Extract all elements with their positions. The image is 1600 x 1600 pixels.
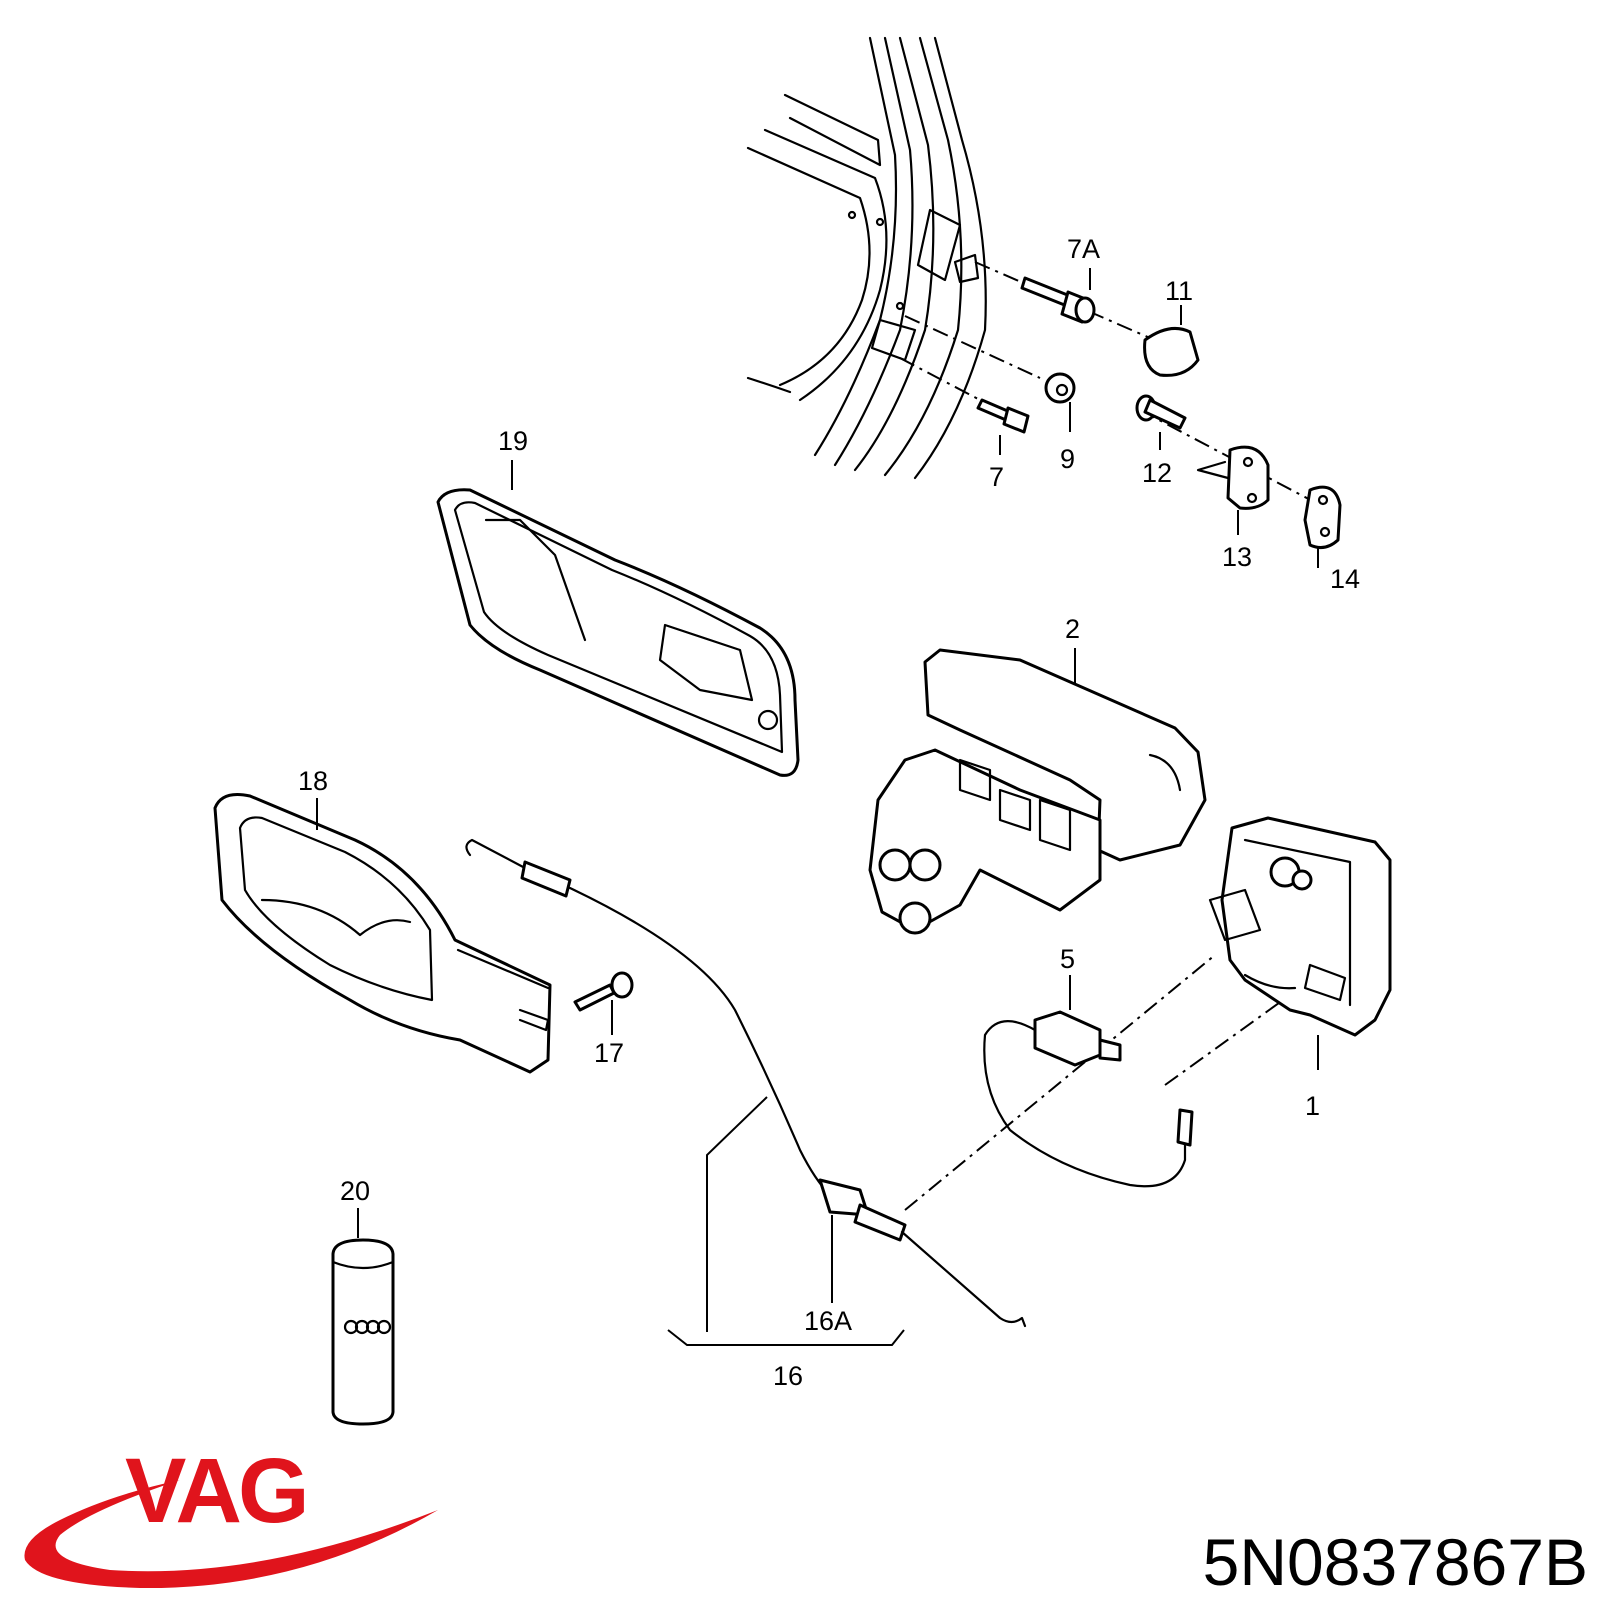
part-number: 5N0837867B [1203,1525,1588,1599]
callout-11: 11 [1165,276,1193,306]
callout-18: 18 [298,766,328,796]
callout-9: 9 [1060,444,1075,474]
actuator-5 [983,1010,1194,1188]
callout-14: 14 [1330,564,1360,594]
plate-14 [1303,485,1342,550]
callout-16a: 16A [804,1306,852,1336]
bolt-7a [1020,276,1096,324]
callout-20: 20 [340,1176,370,1206]
vag-logo: VAG [24,1440,438,1589]
callout-12: 12 [1142,458,1172,488]
callout-1: 1 [1305,1091,1320,1121]
callout-5: 5 [1060,944,1075,974]
callout-labels: 1 2 5 7 7A 9 11 12 13 14 16 16A 17 18 19… [298,234,1360,1391]
callout-17: 17 [594,1038,624,1068]
callout-7: 7 [989,462,1004,492]
cable-16 [465,838,1027,1328]
callout-13: 13 [1222,542,1252,572]
callout-19: 19 [498,426,528,456]
screw-7 [976,398,1030,434]
callout-16: 16 [773,1361,803,1391]
callout-2: 2 [1065,614,1080,644]
callout-7a: 7A [1067,234,1100,264]
striker-13 [1196,445,1270,510]
door-frame [746,36,987,480]
spray-can-20 [331,1238,395,1426]
screw-12 [1135,394,1187,430]
leader-lines [316,268,1319,1346]
vag-swoosh-logo [24,1480,438,1589]
audi-rings-icon [343,1319,392,1335]
door-handle-18 [213,793,552,1074]
screw-17 [573,971,634,1012]
cap-11 [1143,326,1200,377]
bracket-2 [868,648,1207,935]
plug-9 [1044,372,1076,404]
door-lock-1 [1208,816,1392,1037]
trim-frame-19 [436,488,800,777]
brand-name: VAG [125,1440,306,1542]
